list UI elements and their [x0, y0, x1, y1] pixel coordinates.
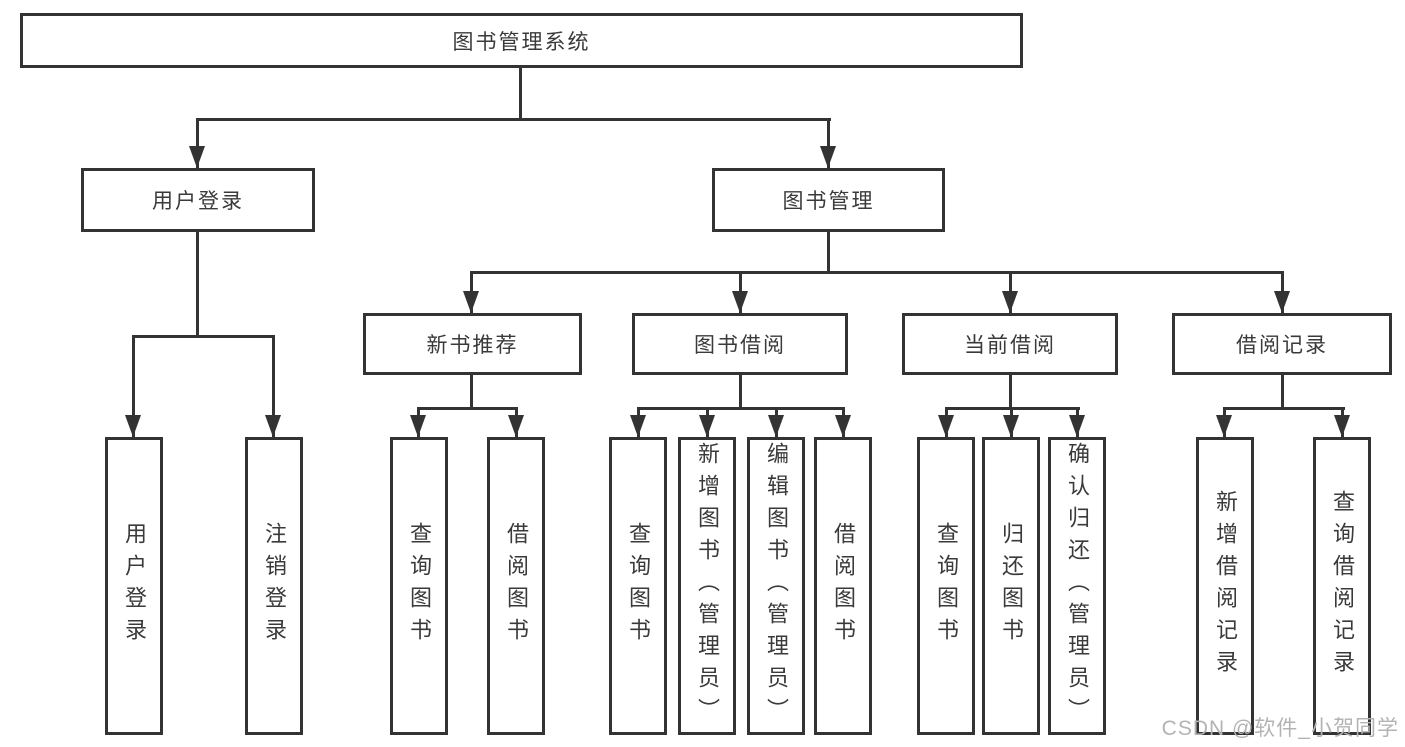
connector-records-stem: [1281, 375, 1284, 407]
arrow-down-icon: [768, 415, 784, 437]
node-user-login: 用户登录: [81, 168, 315, 232]
arrow-down-icon: [732, 291, 748, 313]
connector-user-login-stem: [196, 232, 199, 335]
leaf-current-return-books-label: 归还图书: [999, 522, 1024, 650]
leaf-borrow-query-books-label: 查询图书: [626, 522, 651, 650]
leaf-borrow-edit-books-admin-label: 编辑图书（管理员）: [764, 442, 789, 730]
connector-drop-user-login: [196, 118, 199, 168]
connector-current-stem: [1009, 375, 1012, 407]
leaf-borrow-borrow-books-label: 借阅图书: [831, 522, 856, 650]
leaf-borrow-borrow-books: 借阅图书: [814, 437, 872, 735]
arrow-down-icon: [699, 415, 715, 437]
node-new-book-recommend: 新书推荐: [363, 313, 582, 375]
leaf-current-query-books-label: 查询图书: [934, 522, 959, 650]
leaf-user-login: 用户登录: [105, 437, 163, 735]
node-root: 图书管理系统: [20, 13, 1023, 68]
connector-recommend-branch: [417, 407, 518, 410]
connector-drop-leaf: [132, 335, 135, 437]
arrow-down-icon: [1216, 415, 1232, 437]
arrow-down-icon: [410, 415, 426, 437]
node-book-management-label: 图书管理: [782, 190, 875, 213]
connector-user-login-branch: [132, 335, 275, 338]
arrow-down-icon: [835, 415, 851, 437]
leaf-rec-borrow-books-label: 借阅图书: [504, 522, 529, 650]
arrow-down-icon: [820, 146, 836, 168]
leaf-logout: 注销登录: [245, 437, 303, 735]
node-root-label: 图书管理系统: [452, 30, 591, 54]
node-book-borrow: 图书借阅: [632, 313, 848, 375]
connector-recommend-stem: [470, 375, 473, 407]
node-borrow-records: 借阅记录: [1172, 313, 1392, 375]
arrow-down-icon: [1069, 415, 1085, 437]
connector-borrow-stem: [739, 375, 742, 407]
leaf-borrow-add-books-admin: 新增图书（管理员）: [678, 437, 736, 735]
node-book-management: 图书管理: [712, 168, 945, 232]
arrow-down-icon: [1003, 415, 1019, 437]
arrow-down-icon: [125, 415, 141, 437]
leaf-borrow-add-books-admin-label: 新增图书（管理员）: [695, 442, 720, 730]
leaf-current-return-books: 归还图书: [982, 437, 1040, 735]
node-current-borrow-label: 当前借阅: [964, 334, 1056, 357]
connector-records-branch: [1223, 407, 1345, 410]
leaf-rec-query-books-label: 查询图书: [407, 522, 432, 650]
arrow-down-icon: [463, 291, 479, 313]
arrow-down-icon: [189, 146, 205, 168]
node-book-borrow-label: 图书借阅: [694, 334, 786, 357]
connector-borrow-branch: [637, 407, 845, 410]
arrow-down-icon: [630, 415, 646, 437]
node-new-book-recommend-label: 新书推荐: [426, 334, 519, 357]
arrow-down-icon: [1002, 291, 1018, 313]
leaf-borrow-query-books: 查询图书: [609, 437, 667, 735]
leaf-current-confirm-return-admin: 确认归还（管理员）: [1048, 437, 1106, 735]
connector-root-branch: [196, 118, 831, 121]
leaf-records-query-record-label: 查询借阅记录: [1330, 490, 1355, 682]
leaf-current-confirm-return-admin-label: 确认归还（管理员）: [1065, 442, 1090, 730]
connector-drop-book-management: [827, 118, 830, 168]
leaf-rec-borrow-books: 借阅图书: [487, 437, 545, 735]
leaf-records-add-record: 新增借阅记录: [1196, 437, 1254, 735]
connector-root-stem: [519, 68, 522, 118]
leaf-user-login-label: 用户登录: [122, 522, 147, 650]
connector-book-management-stem: [827, 232, 830, 271]
leaf-current-query-books: 查询图书: [917, 437, 975, 735]
connector-drop-leaf: [272, 335, 275, 437]
arrow-down-icon: [1274, 291, 1290, 313]
arrow-down-icon: [938, 415, 954, 437]
csdn-watermark: CSDN @软件_小贺同学: [1161, 717, 1399, 740]
node-current-borrow: 当前借阅: [902, 313, 1118, 375]
arrow-down-icon: [265, 415, 281, 437]
leaf-rec-query-books: 查询图书: [390, 437, 448, 735]
arrow-down-icon: [508, 415, 524, 437]
leaf-records-query-record: 查询借阅记录: [1313, 437, 1371, 735]
node-user-login-label: 用户登录: [152, 190, 244, 213]
node-borrow-records-label: 借阅记录: [1236, 334, 1328, 357]
arrow-down-icon: [1334, 415, 1350, 437]
connector-book-management-branch: [470, 271, 1284, 274]
leaf-borrow-edit-books-admin: 编辑图书（管理员）: [747, 437, 805, 735]
leaf-logout-label: 注销登录: [262, 522, 287, 650]
leaf-records-add-record-label: 新增借阅记录: [1213, 490, 1238, 682]
